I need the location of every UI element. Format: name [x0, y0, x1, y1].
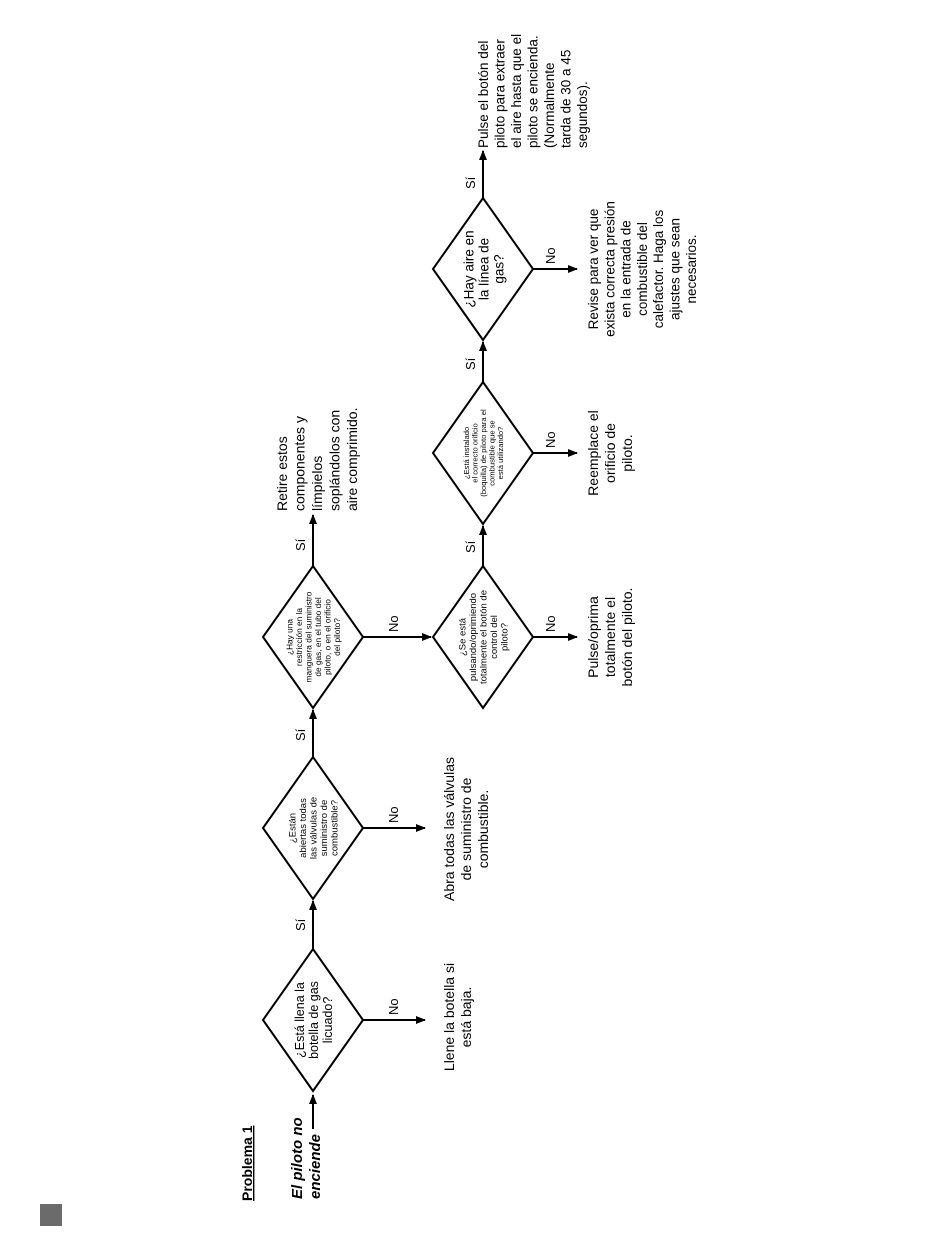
decision-text-3-line: piloto, o en el orificio — [323, 599, 333, 675]
decision-text-5-line: el correcto orificio — [470, 423, 479, 483]
decision-text-4: ¿Se estápulsando/oprimiendototalmente el… — [458, 590, 511, 684]
decision-text-2-line: las válvulas de — [309, 797, 320, 859]
decision-text-6: ¿Hay aire enla línea degas? — [461, 230, 506, 307]
action-text-7-line: tarda de 30 a 45 — [559, 50, 574, 148]
action-text-6-line: combustible del — [635, 222, 650, 316]
action-text-3-line: límpielos — [309, 456, 325, 511]
action-text-2-line: de suministro de — [458, 777, 474, 880]
action-text-5-line: Reemplace el — [585, 410, 601, 496]
action-text-4-line: Pulse/oprima — [585, 596, 601, 678]
decision-text-5-line: ¿Está instalado — [462, 427, 471, 479]
decision-text-5: ¿Está instaladoel correcto orificio(boqu… — [462, 409, 505, 497]
decision-text-3-line: de gas, en el tubo del — [313, 597, 323, 676]
yes-label-2: Sí — [293, 728, 308, 741]
decision-text-1-line: botella de gas — [307, 981, 321, 1059]
decision-text-1-line: licuado? — [321, 997, 335, 1044]
decision-text-4-line: ¿Se está — [458, 617, 469, 656]
page-marker — [40, 1204, 62, 1226]
decision-text-2-line: suministro de — [319, 800, 330, 857]
no-label-1: No — [386, 998, 401, 1015]
action-text-3-line: componentes y — [292, 416, 308, 511]
no-label-3: No — [386, 615, 401, 632]
decision-text-3: ¿Hay unarestricción en lamanguera del su… — [285, 591, 343, 682]
no-label-5: No — [543, 431, 558, 448]
yes-label-6: Sí — [463, 176, 478, 189]
action-text-7-line: Pulse el botón del — [476, 41, 491, 148]
no-label-4: No — [543, 615, 558, 632]
action-text-7-line: piloto para extraer — [493, 39, 508, 148]
decision-text-3-line: ¿Hay una — [285, 619, 295, 655]
action-text-2: Abra todas las válvulasde suministro dec… — [441, 757, 491, 901]
decision-text-6-line: ¿Hay aire en — [461, 230, 476, 307]
action-text-5-line: piloto. — [619, 434, 635, 471]
action-text-6-line: Revise para ver que — [586, 209, 601, 330]
action-text-6-line: en la entrada de — [619, 220, 634, 318]
action-text-2-line: Abra todas las válvulas — [441, 757, 457, 901]
action-text-5: Reemplace elorificio depiloto. — [585, 410, 635, 496]
action-text-3-line: Retire estos — [274, 436, 290, 511]
decision-text-5-line: (boquilla) de piloto para el — [479, 409, 488, 497]
decision-text-3-line: restricción en la — [294, 608, 304, 666]
yes-label-5: Sí — [463, 357, 478, 370]
start-label-2: enciende — [307, 1134, 324, 1199]
start-label: El piloto no — [289, 1117, 306, 1199]
decision-text-4-line: control del — [489, 615, 500, 659]
action-text-6-line: necesarios. — [684, 234, 699, 303]
yes-label-4: Sí — [463, 540, 478, 553]
action-text-7-line: (Normalmente — [542, 62, 557, 148]
decision-text-2-line: ¿Están — [288, 813, 299, 843]
action-text-6-line: exista correcta presión — [602, 201, 617, 337]
decision-text-6-line: la línea de — [476, 238, 491, 300]
no-label-6: No — [543, 247, 558, 264]
decision-text-4-line: piloto? — [500, 623, 511, 651]
action-text-4-line: totalmente el — [602, 597, 618, 677]
decision-text-5-line: está utilizando? — [496, 427, 505, 480]
decision-text-6-line: gas? — [491, 254, 506, 283]
problem-heading: Problema 1 — [239, 1125, 255, 1201]
action-text-3-line: soplándolos con — [327, 410, 343, 511]
no-label-2: No — [386, 806, 401, 823]
action-text-7-line: piloto se encienda. — [526, 35, 541, 148]
action-text-6: Revise para ver queexista correcta presi… — [586, 201, 699, 337]
decision-text-2-line: abiertas todas — [298, 798, 309, 858]
action-text-4-line: botón del piloto. — [619, 588, 635, 687]
decision-text-4-line: totalmente el botón de — [479, 590, 490, 684]
action-text-2-line: combustible. — [475, 790, 491, 869]
action-text-5-line: orificio de — [602, 423, 618, 483]
decision-text-3-line: del piloto? — [332, 618, 342, 656]
action-text-6-line: calefactor. Haga los — [651, 209, 666, 328]
decision-text-1: ¿Está llena labotella de gaslicuado? — [293, 981, 335, 1059]
yes-label-1: Sí — [293, 918, 308, 931]
action-text-1-line: está baja. — [458, 987, 474, 1048]
action-text-3-line: aire comprimido. — [344, 408, 360, 511]
action-text-4: Pulse/oprimatotalmente elbotón del pilot… — [585, 588, 635, 687]
decision-text-2: ¿Estánabiertas todaslas válvulas desumin… — [288, 797, 341, 859]
action-text-7-line: segundos). — [575, 81, 590, 148]
action-text-7-line: el aire hasta que el — [509, 34, 524, 148]
action-text-1-line: Llene la botella si — [441, 963, 457, 1071]
yes-label-3: Sí — [293, 538, 308, 551]
decision-text-2-line: combustible? — [330, 800, 341, 856]
decision-text-3-line: manguera del suministro — [304, 591, 314, 682]
action-text-1: Llene la botella siestá baja. — [441, 963, 474, 1071]
decision-text-1-line: ¿Está llena la — [293, 982, 307, 1058]
action-text-6-line: ajustes que sean — [668, 218, 683, 320]
decision-text-4-line: pulsando/oprimiendo — [468, 593, 479, 681]
decision-text-5-line: combustible que se — [487, 420, 496, 485]
